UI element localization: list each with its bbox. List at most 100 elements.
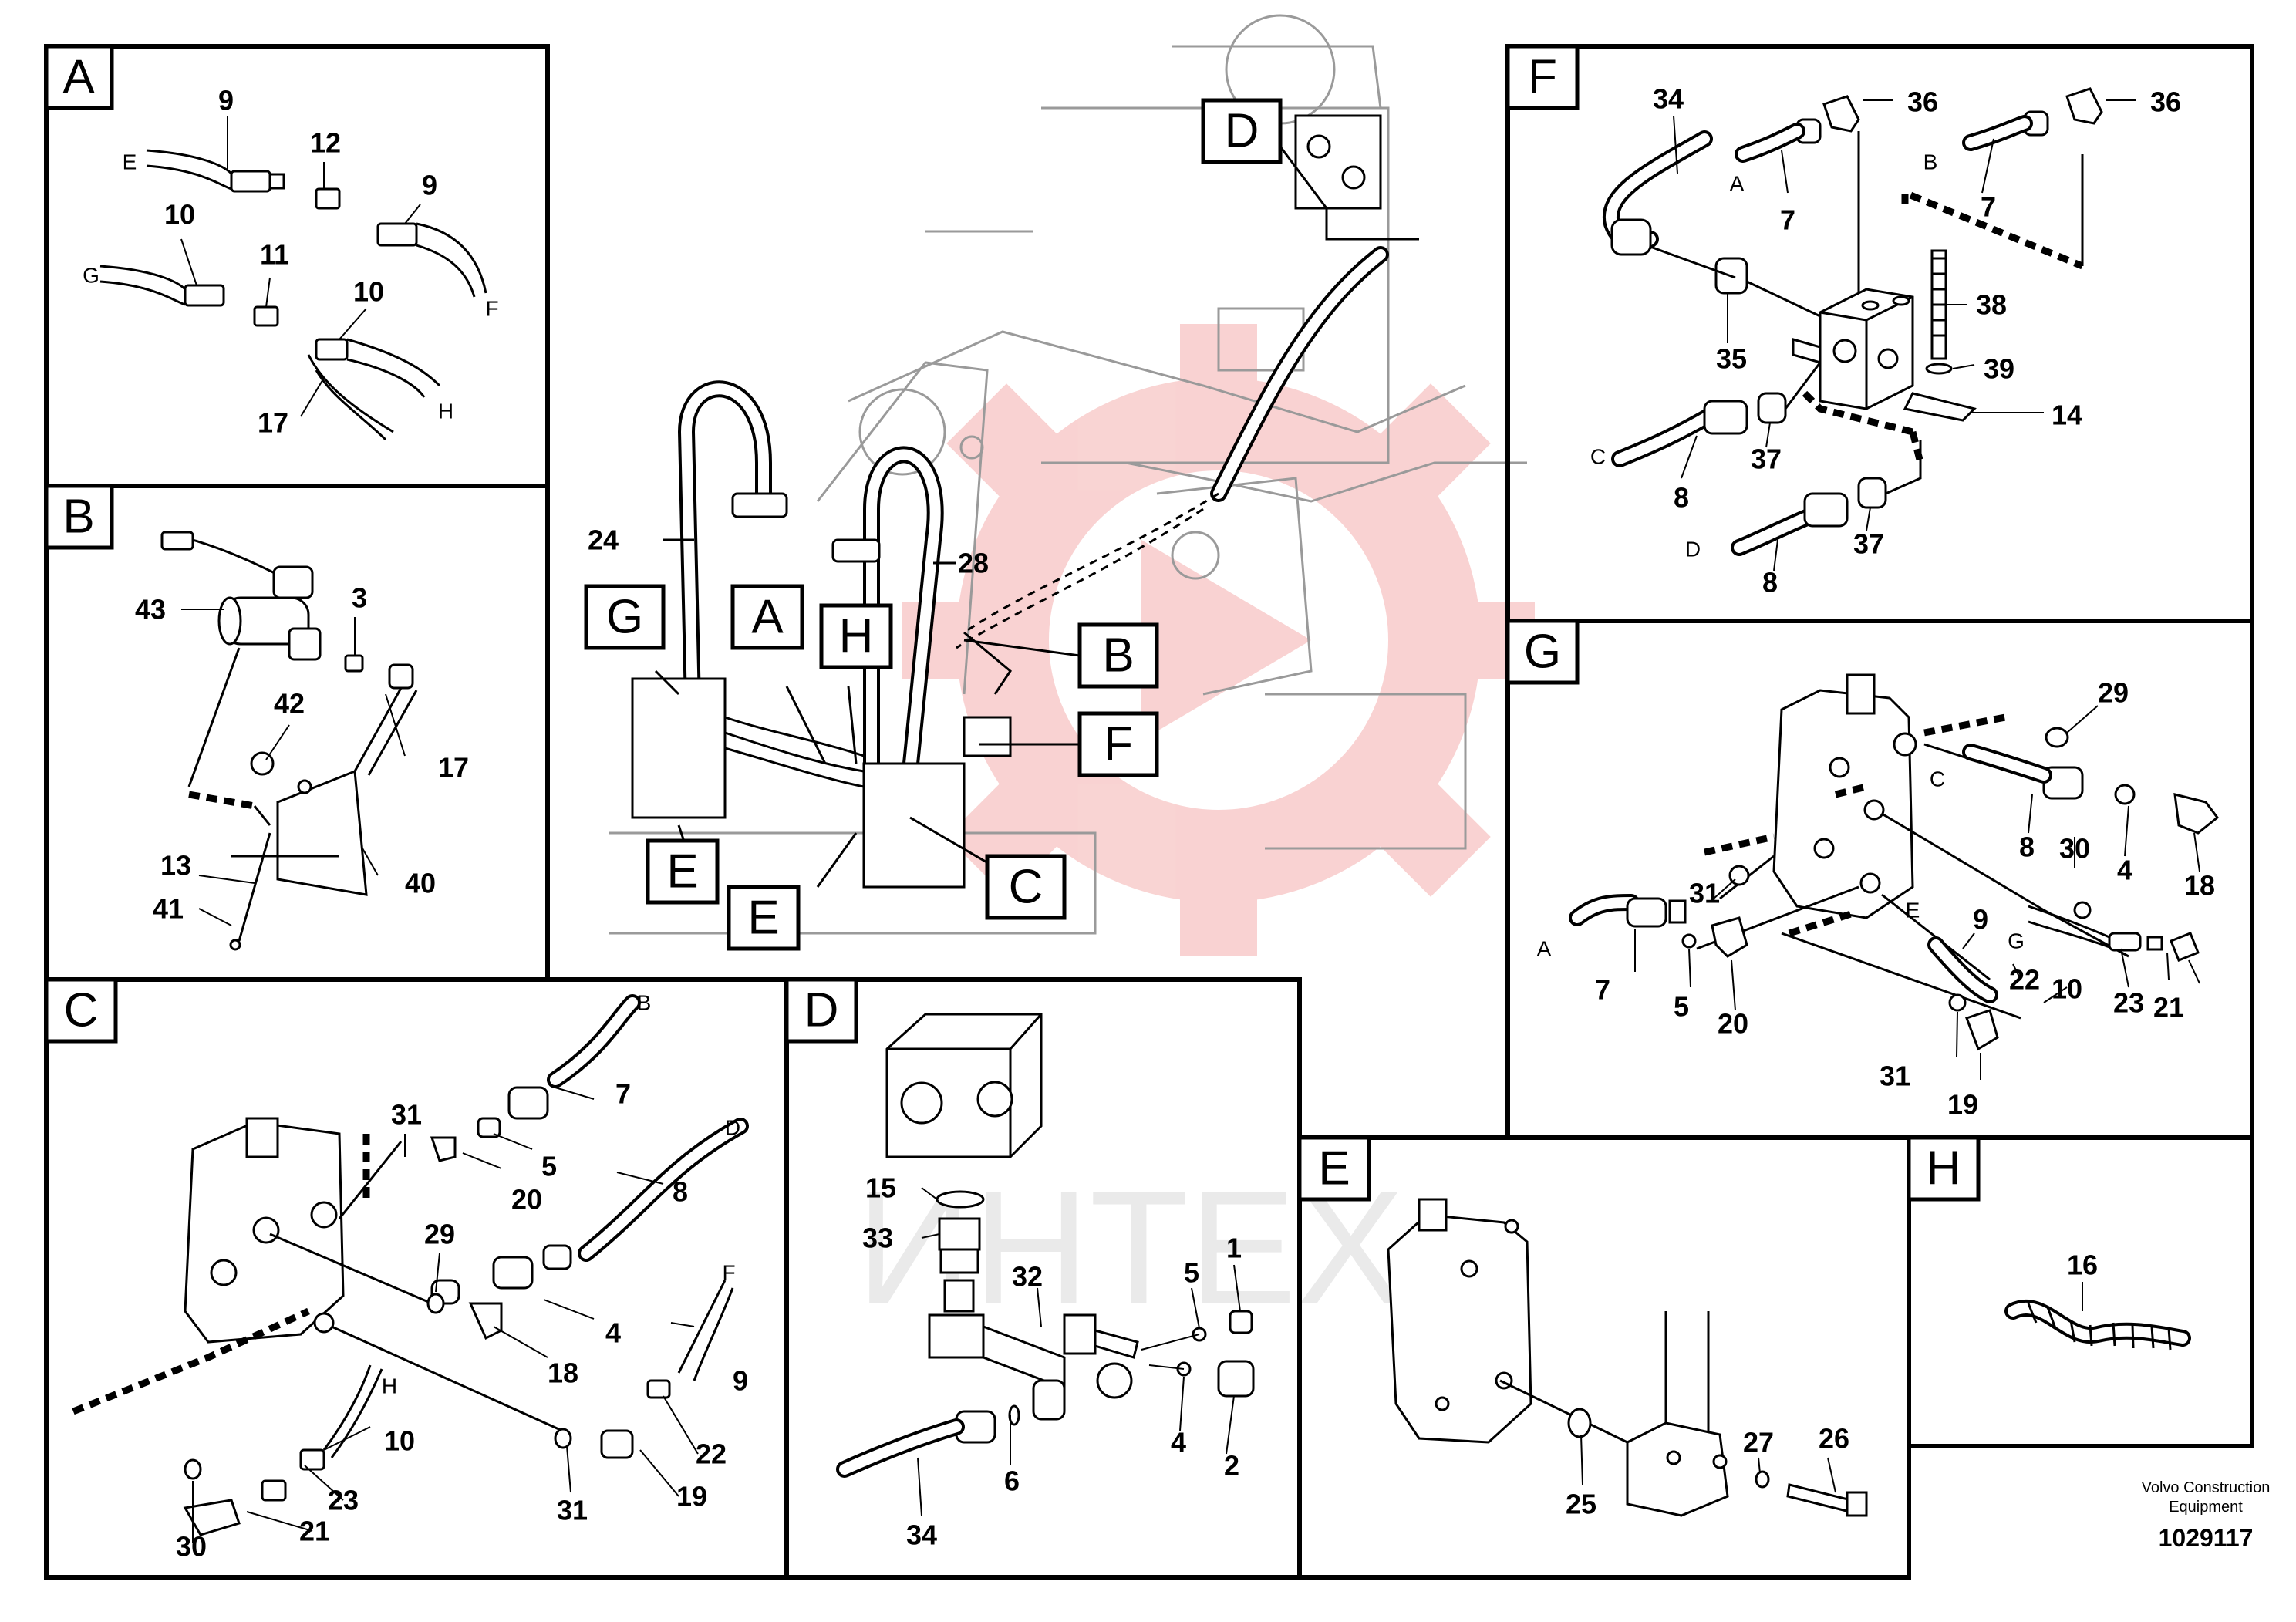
panel-c-tag: C (44, 977, 118, 1044)
overview-tag-c: C (985, 854, 1067, 920)
callout: 31 (1880, 1061, 1910, 1092)
callout: 31 (391, 1099, 422, 1131)
callout: 7 (1595, 974, 1610, 1006)
hose-end-label: G (2008, 929, 2025, 953)
callout: 21 (2153, 992, 2184, 1023)
callout: 29 (424, 1219, 455, 1250)
overview-tag-e-2: E (727, 885, 801, 951)
panel-b-drawing (160, 531, 418, 951)
callout: 38 (1976, 289, 2007, 321)
callout: 5 (541, 1151, 557, 1182)
panel-a-tag: A (44, 44, 114, 110)
callout: 3 (352, 582, 367, 614)
panel-a-frame (44, 44, 550, 488)
svg-text:E: E (666, 845, 698, 899)
callout: 31 (1689, 878, 1720, 909)
svg-text:H: H (1927, 1142, 1961, 1195)
callout: 13 (160, 850, 191, 882)
callout: 17 (258, 407, 288, 439)
hose-end-label: G (83, 264, 99, 288)
document-number: 1029117 (2159, 1524, 2254, 1552)
svg-text:A: A (62, 51, 95, 104)
callout: 9 (1973, 904, 1988, 936)
svg-text:D: D (1225, 105, 1259, 158)
callout: 29 (2098, 677, 2129, 709)
panel-f-tag: F (1505, 44, 1580, 110)
hose-end-label: C (1930, 767, 1945, 791)
callout: 23 (328, 1485, 359, 1516)
callout: 17 (438, 752, 469, 784)
callout: 10 (2052, 973, 2082, 1005)
callout: 8 (1674, 482, 1689, 514)
svg-text:C: C (1009, 861, 1043, 914)
callout: 4 (1171, 1427, 1186, 1458)
callout: 22 (696, 1438, 727, 1470)
callout: 10 (384, 1425, 415, 1457)
hose-end-label: E (1906, 899, 1920, 922)
callout: 14 (2052, 400, 2082, 431)
callout: 9 (422, 170, 437, 201)
callout: 33 (862, 1222, 893, 1254)
watermark (902, 324, 1535, 956)
callout: 39 (1984, 353, 2014, 385)
hose-end-label: D (725, 1116, 740, 1140)
callout: 4 (605, 1317, 621, 1349)
callout: 22 (2009, 964, 2040, 996)
callout: 34 (906, 1519, 937, 1551)
callout: 18 (548, 1357, 578, 1389)
callout: 30 (2059, 833, 2090, 865)
overview-tag-e-1: E (646, 838, 720, 905)
hose-end-label: E (123, 150, 137, 174)
hose-end-label: C (1590, 445, 1606, 469)
panel-a-drawing (99, 116, 487, 441)
callout: 41 (153, 893, 184, 925)
callout: 31 (557, 1495, 588, 1526)
callout: 10 (353, 276, 384, 308)
panel-d-drawing (836, 1013, 1255, 1516)
panel-b-frame (44, 484, 550, 982)
overview-tag-a: A (730, 584, 804, 650)
panel-h-tag: H (1907, 1135, 1981, 1202)
overview-tag-g: G (584, 584, 666, 650)
callout: 20 (1718, 1008, 1748, 1040)
svg-text:E: E (747, 892, 779, 945)
svg-text:B: B (62, 491, 94, 544)
callout: 43 (135, 594, 166, 626)
callout: 11 (260, 239, 289, 271)
callout: 18 (2184, 870, 2215, 902)
callout: 7 (1981, 191, 1996, 223)
callout: 12 (310, 127, 341, 159)
brand-line-1: Volvo Construction (2142, 1479, 2271, 1496)
callout: 10 (164, 199, 195, 231)
callout: 21 (299, 1516, 330, 1547)
callout: 5 (1674, 991, 1689, 1023)
callout: 42 (274, 688, 305, 720)
callout: 35 (1716, 343, 1747, 375)
hose-end-label: A (1730, 172, 1745, 196)
hose-end-label: B (1923, 150, 1938, 174)
callout: 24 (588, 524, 619, 556)
callout: 40 (405, 868, 436, 899)
spiral-wrap-icon (2004, 1282, 2191, 1351)
callout: 9 (733, 1365, 748, 1397)
svg-text:G: G (1524, 626, 1561, 679)
svg-text:F: F (1104, 718, 1133, 771)
brand-line-2: Equipment (2169, 1499, 2243, 1516)
hose-end-label: F (722, 1261, 735, 1285)
hose-end-label: D (1685, 538, 1701, 561)
svg-text:D: D (804, 984, 839, 1037)
callout: 1 (1226, 1233, 1242, 1264)
callout: 9 (218, 85, 234, 116)
callout: 26 (1819, 1423, 1849, 1455)
callout: 25 (1566, 1489, 1596, 1520)
callout: 27 (1743, 1427, 1774, 1458)
hose-end-label: A (1537, 937, 1552, 961)
callout: 23 (2113, 987, 2144, 1019)
callout: 32 (1012, 1261, 1043, 1293)
callout: 5 (1184, 1257, 1199, 1289)
callout: 4 (2117, 855, 2132, 886)
callout: 19 (1947, 1089, 1978, 1121)
panel-e-drawing (1387, 1198, 1868, 1517)
panel-g-drawing (1569, 673, 2220, 1080)
